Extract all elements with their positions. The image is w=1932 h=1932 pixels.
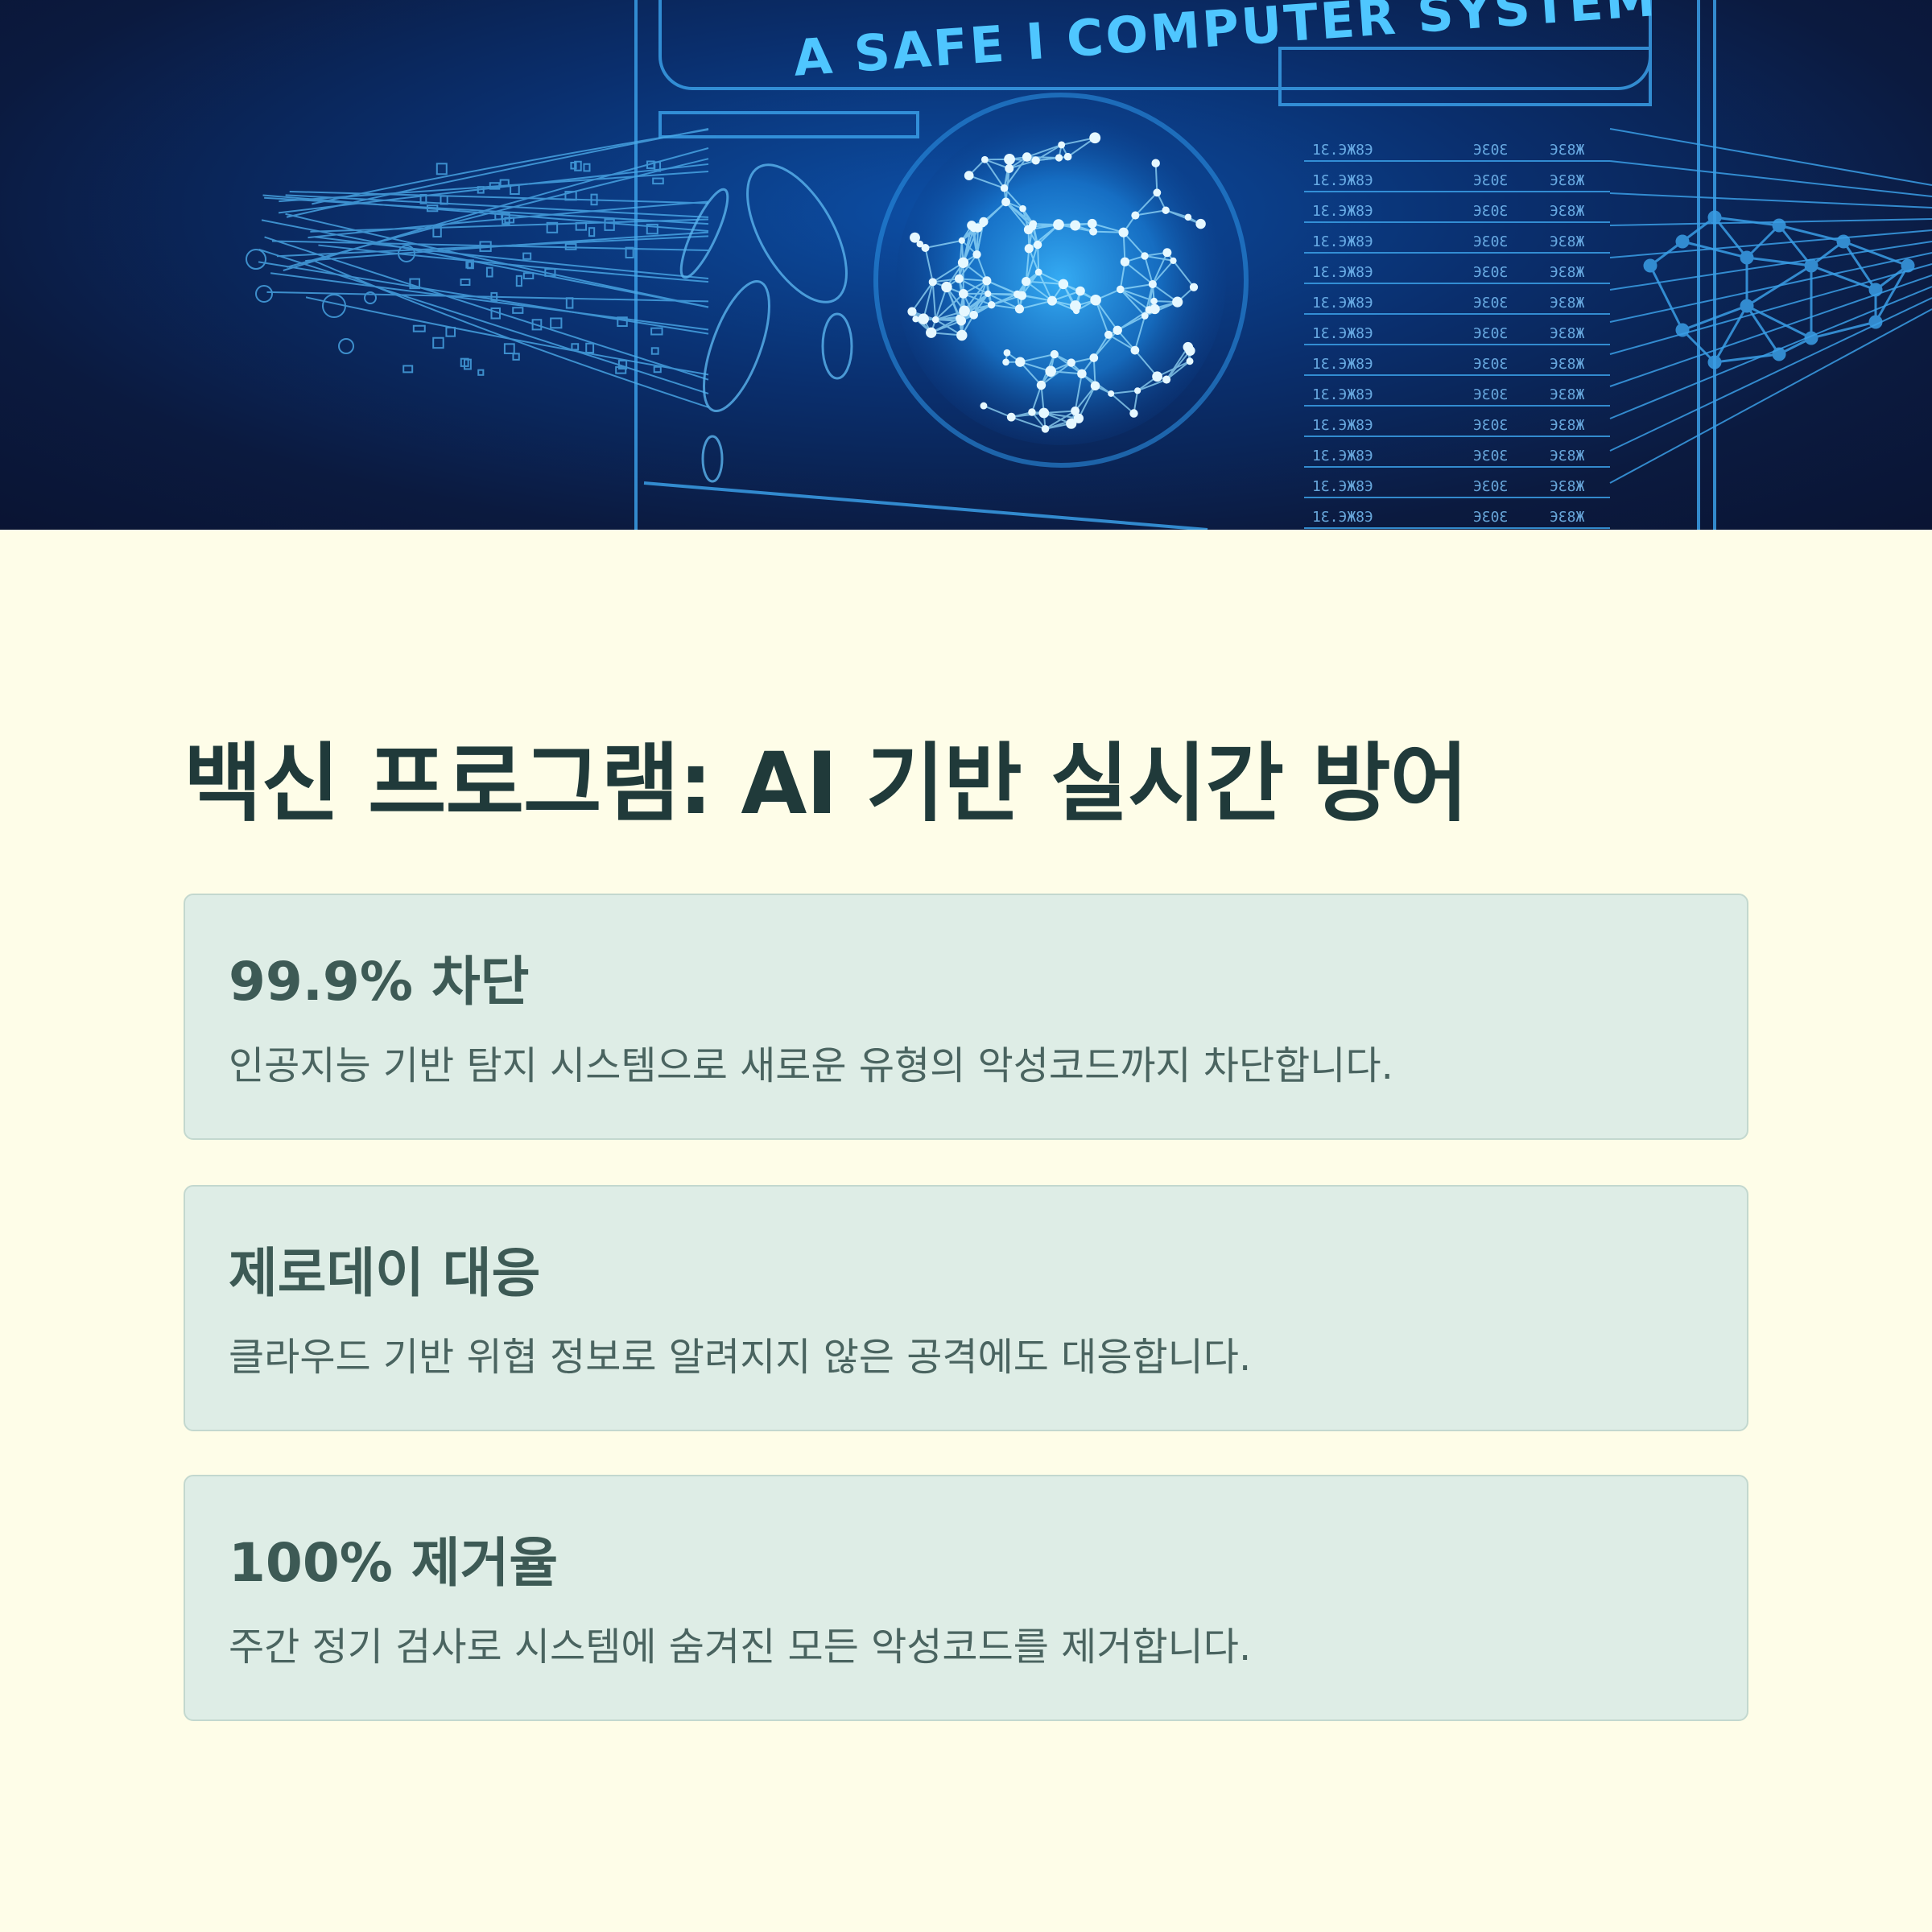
svg-text:1Ɛ.ЭЖ8Э: 1Ɛ.ЭЖ8Э: [1312, 386, 1373, 403]
feature-description: 주간 정기 검사로 시스템에 숨겨진 모든 악성코드를 제거합니다.: [229, 1624, 1252, 1670]
svg-text:ЭƐ8Ж: ЭƐ8Ж: [1550, 203, 1585, 220]
svg-text:ЭƐ0Ɛ: ЭƐ0Ɛ: [1473, 203, 1508, 220]
svg-text:1Ɛ.ЭЖ8Э: 1Ɛ.ЭЖ8Э: [1312, 233, 1373, 250]
feature-card-blocking: 99.9% 차단 인공지능 기반 탐지 시스템으로 새로운 유형의 악성코드까지…: [184, 894, 1748, 1140]
feature-card-zero-day: 제로데이 대응 클라우드 기반 위협 정보로 알려지지 않은 공격에도 대응합니…: [184, 1185, 1748, 1431]
hero-image: A SAFE I COMPUTER SYSTEM 1Ɛ.ЭЖ8Э ЭƐ0Ɛ ЭƐ8Ж…: [0, 0, 1932, 530]
svg-text:ЭƐ0Ɛ: ЭƐ0Ɛ: [1473, 356, 1508, 373]
svg-text:ЭƐ0Ɛ: ЭƐ0Ɛ: [1473, 233, 1508, 250]
svg-text:ЭƐ0Ɛ: ЭƐ0Ɛ: [1473, 448, 1508, 464]
svg-text:1Ɛ.ЭЖ8Э: 1Ɛ.ЭЖ8Э: [1312, 448, 1373, 464]
svg-text:1Ɛ.ЭЖ8Э: 1Ɛ.ЭЖ8Э: [1312, 509, 1373, 526]
svg-text:1Ɛ.ЭЖ8Э: 1Ɛ.ЭЖ8Э: [1312, 478, 1373, 495]
svg-text:ЭƐ0Ɛ: ЭƐ0Ɛ: [1473, 417, 1508, 434]
svg-text:ЭƐ0Ɛ: ЭƐ0Ɛ: [1473, 264, 1508, 281]
svg-text:ЭƐ0Ɛ: ЭƐ0Ɛ: [1473, 478, 1508, 495]
svg-text:ЭƐ8Ж: ЭƐ8Ж: [1550, 325, 1585, 342]
feature-heading: 100% 제거율: [229, 1532, 559, 1594]
banner-text: A SAFE I COMPUTER SYSTEM: [791, 0, 1659, 88]
page-title: 백신 프로그램: AI 기반 실시간 방어: [184, 734, 1468, 833]
svg-text:ЭƐ0Ɛ: ЭƐ0Ɛ: [1473, 325, 1508, 342]
svg-text:1Ɛ.ЭЖ8Э: 1Ɛ.ЭЖ8Э: [1312, 356, 1373, 373]
svg-text:ЭƐ8Ж: ЭƐ8Ж: [1550, 142, 1585, 159]
feature-card-removal: 100% 제거율 주간 정기 검사로 시스템에 숨겨진 모든 악성코드를 제거합…: [184, 1475, 1748, 1721]
svg-text:ЭƐ0Ɛ: ЭƐ0Ɛ: [1473, 509, 1508, 526]
svg-text:ЭƐ8Ж: ЭƐ8Ж: [1550, 356, 1585, 373]
svg-text:1Ɛ.ЭЖ8Э: 1Ɛ.ЭЖ8Э: [1312, 203, 1373, 220]
svg-text:1Ɛ.ЭЖ8Э: 1Ɛ.ЭЖ8Э: [1312, 264, 1373, 281]
feature-description: 인공지능 기반 탐지 시스템으로 새로운 유형의 악성코드까지 차단합니다.: [229, 1043, 1393, 1088]
svg-text:1Ɛ.ЭЖ8Э: 1Ɛ.ЭЖ8Э: [1312, 172, 1373, 189]
svg-text:ЭƐ0Ɛ: ЭƐ0Ɛ: [1473, 295, 1508, 312]
svg-text:ЭƐ0Ɛ: ЭƐ0Ɛ: [1473, 386, 1508, 403]
svg-text:ЭƐ8Ж: ЭƐ8Ж: [1550, 509, 1585, 526]
cyber-security-illustration: A SAFE I COMPUTER SYSTEM 1Ɛ.ЭЖ8Э ЭƐ0Ɛ ЭƐ8Ж…: [246, 0, 1932, 530]
svg-text:1Ɛ.ЭЖ8Э: 1Ɛ.ЭЖ8Э: [1312, 325, 1373, 342]
svg-text:ЭƐ8Ж: ЭƐ8Ж: [1550, 295, 1585, 312]
svg-text:1Ɛ.ЭЖ8Э: 1Ɛ.ЭЖ8Э: [1312, 417, 1373, 434]
svg-text:ЭƐ8Ж: ЭƐ8Ж: [1550, 386, 1585, 403]
svg-text:1Ɛ.ЭЖ8Э: 1Ɛ.ЭЖ8Э: [1312, 295, 1373, 312]
svg-text:ЭƐ0Ɛ: ЭƐ0Ɛ: [1473, 142, 1508, 159]
svg-text:1Ɛ.ЭЖ8Э: 1Ɛ.ЭЖ8Э: [1312, 142, 1373, 159]
feature-heading: 99.9% 차단: [229, 951, 530, 1013]
svg-text:ЭƐ8Ж: ЭƐ8Ж: [1550, 448, 1585, 464]
feature-heading: 제로데이 대응: [229, 1242, 541, 1304]
svg-text:ЭƐ8Ж: ЭƐ8Ж: [1550, 264, 1585, 281]
svg-text:ЭƐ8Ж: ЭƐ8Ж: [1550, 478, 1585, 495]
svg-text:ЭƐ8Ж: ЭƐ8Ж: [1550, 417, 1585, 434]
svg-text:ЭƐ8Ж: ЭƐ8Ж: [1550, 172, 1585, 189]
svg-text:ЭƐ0Ɛ: ЭƐ0Ɛ: [1473, 172, 1508, 189]
feature-description: 클라우드 기반 위협 정보로 알려지지 않은 공격에도 대응합니다.: [229, 1335, 1252, 1380]
svg-text:ЭƐ8Ж: ЭƐ8Ж: [1550, 233, 1585, 250]
